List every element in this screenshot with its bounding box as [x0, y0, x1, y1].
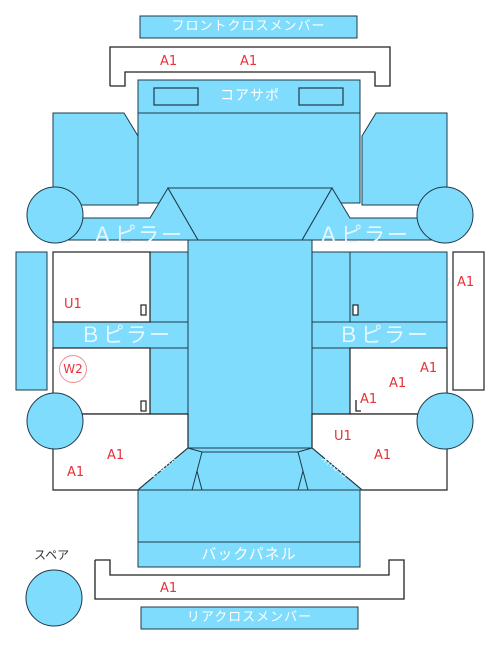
right-side-sill[interactable]: [452, 251, 485, 391]
code-right-rear-fender-u: U1: [334, 429, 352, 444]
code-rear-member: A1: [160, 581, 178, 596]
code-right-rear-door-2: A1: [389, 376, 407, 391]
core-support-hole-right: [298, 87, 344, 106]
a-pillar-right-label: Ａピラー: [318, 223, 410, 247]
code-left-rear-fender-lower: A1: [67, 465, 85, 480]
code-front-member-left: A1: [160, 54, 178, 69]
code-right-rear-fender-a: A1: [374, 448, 392, 463]
code-front-member-right: A1: [240, 54, 258, 69]
door-handle-rf: [352, 304, 359, 316]
door-handle-lf: [140, 304, 147, 316]
code-right-rear-door-1: A1: [420, 361, 438, 376]
left-front-door[interactable]: [52, 251, 151, 323]
code-left-rear-fender-upper: A1: [107, 448, 125, 463]
front-cross-member-label: フロントクロスメンバー: [171, 19, 326, 34]
b-pillar-right[interactable]: [311, 321, 448, 349]
back-panel[interactable]: [137, 541, 361, 568]
spare-tire[interactable]: [25, 569, 83, 627]
a-pillar-left-label: Ａピラー: [92, 223, 184, 247]
front-cross-member-bar[interactable]: [139, 15, 358, 39]
rear-cross-member-label: リアクロスメンバー: [186, 610, 313, 625]
rear-cross-member-outline: [94, 559, 405, 600]
right-front-door-panel[interactable]: [349, 251, 448, 323]
spare-label: スペア: [34, 548, 70, 562]
core-support-label: コアサポ: [220, 88, 280, 104]
code-left-rear-circle: W2: [59, 355, 87, 383]
trunk-lid[interactable]: [191, 451, 309, 491]
code-left-rear-door: U1: [64, 297, 82, 312]
trunk[interactable]: [137, 489, 361, 543]
roof[interactable]: [187, 239, 313, 449]
rear-cross-member-bar[interactable]: [140, 606, 359, 630]
front-fender-right[interactable]: [361, 112, 448, 206]
wheel-rear-right[interactable]: [416, 392, 474, 450]
core-support-hole-left: [153, 87, 199, 106]
wheel-rear-left[interactable]: [26, 392, 84, 450]
front-cross-member-outline: [109, 46, 391, 87]
code-right-rear-door-3: A1: [360, 392, 378, 407]
b-pillar-right-label: Ｂピラー: [338, 323, 430, 347]
wheel-front-right[interactable]: [416, 186, 474, 244]
wheel-front-left[interactable]: [26, 186, 84, 244]
code-right-side-sill: A1: [457, 275, 475, 290]
b-pillar-left-label: Ｂピラー: [80, 323, 172, 347]
core-support[interactable]: [137, 79, 361, 114]
door-handle-lr: [140, 400, 147, 412]
door-handle-rr: [355, 400, 361, 412]
left-side-sill[interactable]: [15, 251, 48, 391]
back-panel-label: バックパネル: [201, 545, 297, 563]
